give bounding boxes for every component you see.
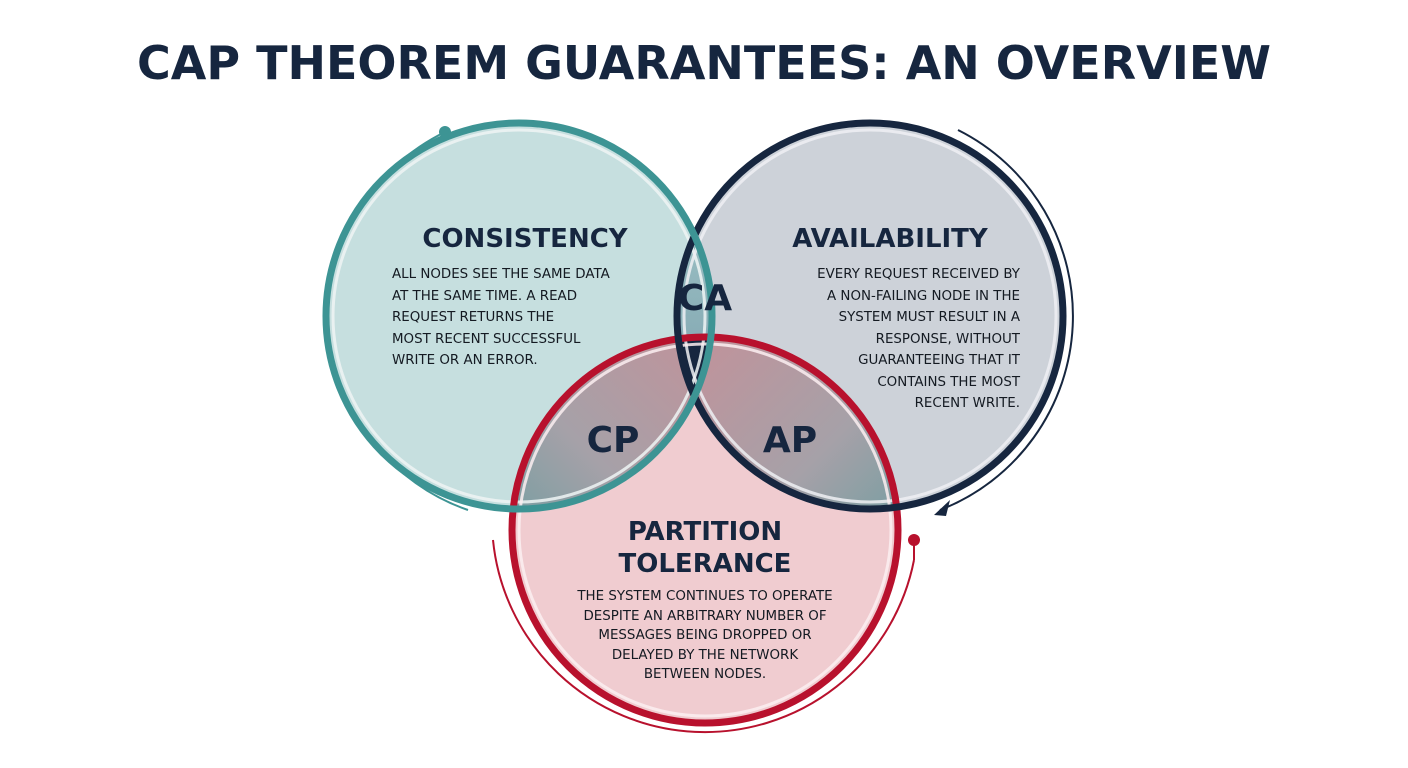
partition-heading: PARTITION TOLERANCE xyxy=(618,517,792,579)
page-title: CAP THEOREM GUARANTEES: AN OVERVIEW xyxy=(136,36,1271,90)
availability-outer-arrow xyxy=(934,129,1074,516)
cp-label: CP xyxy=(586,420,640,461)
partition-description: THE SYSTEM CONTINUES TO OPERATE DESPITE … xyxy=(577,589,833,682)
ap-region xyxy=(677,337,898,509)
availability-ring xyxy=(673,119,1067,513)
ap-label: AP xyxy=(762,420,818,461)
availability-description: EVERY REQUEST RECEIVED BY A NON-FAILING … xyxy=(817,267,1020,411)
cp-region xyxy=(512,337,712,509)
ca-label: CA xyxy=(677,278,733,319)
consistency-ring xyxy=(322,119,716,513)
consistency-description: ALL NODES SEE THE SAME DATA AT THE SAME … xyxy=(392,267,610,368)
consistency-heading: CONSISTENCY xyxy=(422,224,628,254)
availability-heading: AVAILABILITY xyxy=(792,224,988,254)
partition-outer-arc xyxy=(492,534,920,734)
partition-ring xyxy=(508,333,902,727)
